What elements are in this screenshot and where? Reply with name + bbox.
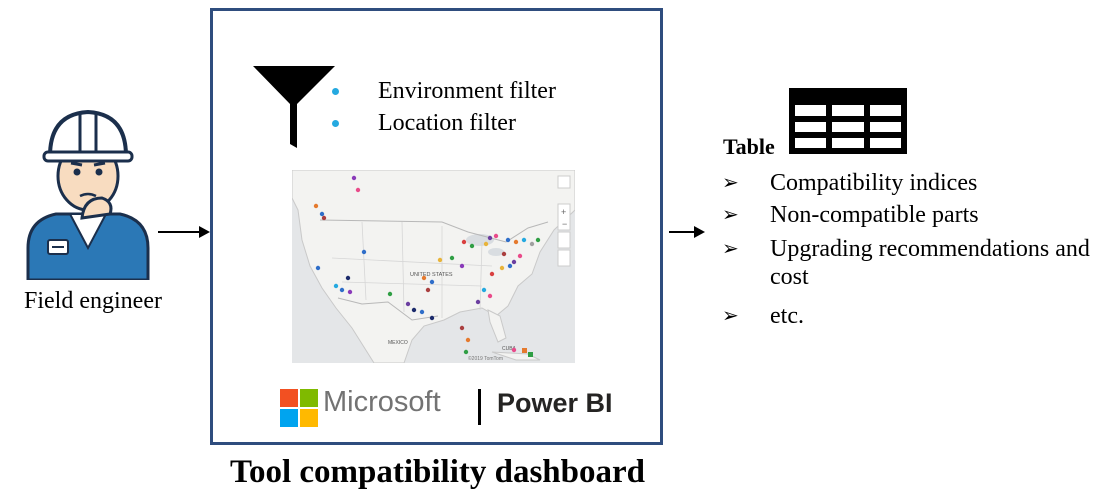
map-marker xyxy=(487,235,493,241)
map-marker xyxy=(461,239,467,245)
table-list-text: Upgrading recommendations and cost xyxy=(770,236,1090,290)
funnel-filter-icon xyxy=(253,66,335,148)
map-marker xyxy=(355,187,361,193)
map-marker xyxy=(522,348,527,353)
map-marker xyxy=(513,239,519,245)
map-marker xyxy=(507,263,513,269)
map-marker xyxy=(501,251,507,257)
arrow-bullet-icon: ➢ xyxy=(722,204,739,226)
map-marker xyxy=(528,352,533,357)
arrow-bullet-icon: ➢ xyxy=(722,172,739,194)
map-marker xyxy=(345,275,351,281)
arrow-bullet-icon: ➢ xyxy=(722,305,739,327)
map-copyright: ©2019 TomTom xyxy=(468,355,503,362)
map-marker xyxy=(437,257,443,263)
map-marker xyxy=(529,241,535,247)
map-label-country: UNITED STATES xyxy=(410,272,453,278)
arrow-bullet-icon: ➢ xyxy=(722,238,739,260)
field-engineer-label: Field engineer xyxy=(24,288,162,314)
microsoft-wordmark: Microsoft xyxy=(323,386,441,418)
map-label-cuba: CUBA xyxy=(502,346,517,352)
map-marker xyxy=(313,203,319,209)
filter-label: Environment filter xyxy=(378,78,556,104)
microsoft-logo-icon xyxy=(280,389,318,427)
map-markers xyxy=(313,175,541,357)
map-marker xyxy=(405,301,411,307)
map-marker xyxy=(517,253,523,259)
map-marker xyxy=(339,287,345,293)
map-marker xyxy=(463,349,469,355)
filter-label: Location filter xyxy=(378,110,516,136)
map-marker xyxy=(333,283,339,289)
brand-divider xyxy=(478,389,481,425)
map-marker xyxy=(351,175,357,181)
map-marker xyxy=(487,293,493,299)
powerbi-wordmark: Power BI xyxy=(497,388,613,418)
map-marker xyxy=(521,237,527,243)
map-marker xyxy=(347,289,353,295)
map-marker xyxy=(319,211,325,217)
map-label-mexico: MEXICO xyxy=(388,340,408,346)
table-heading: Table xyxy=(723,134,775,159)
dashboard-to-table-arrow xyxy=(669,226,705,238)
svg-text:−: − xyxy=(562,219,567,229)
map-marker xyxy=(425,287,431,293)
map-marker xyxy=(483,241,489,247)
map-marker xyxy=(411,307,417,313)
map-marker xyxy=(481,287,487,293)
map-marker xyxy=(511,347,517,353)
table-list-text: Compatibility indices xyxy=(770,170,978,196)
map-marker xyxy=(459,325,465,331)
field-engineer-icon xyxy=(26,109,150,280)
map-marker xyxy=(421,275,427,281)
map-marker xyxy=(465,337,471,343)
map-marker xyxy=(459,263,465,269)
table-grid-icon xyxy=(789,88,907,154)
map-marker xyxy=(419,309,425,315)
table-list-text: etc. xyxy=(770,303,804,329)
map-view[interactable]: + − UNITED STATES MEXICO CUBA ©2019 TomT… xyxy=(292,170,575,363)
map-marker xyxy=(499,265,505,271)
map-marker xyxy=(493,233,499,239)
map-marker xyxy=(387,291,393,297)
table-list-text: Non-compatible parts xyxy=(770,202,979,228)
map-marker xyxy=(315,265,321,271)
map-marker xyxy=(475,299,481,305)
map-marker xyxy=(429,315,435,321)
engineer-to-dashboard-arrow xyxy=(158,226,210,238)
map-marker xyxy=(505,237,511,243)
dashboard-title: Tool compatibility dashboard xyxy=(229,454,646,490)
map-marker xyxy=(535,237,541,243)
map-marker xyxy=(361,249,367,255)
bullet-dot xyxy=(332,88,339,95)
svg-text:+: + xyxy=(561,207,566,217)
map-marker xyxy=(429,279,435,285)
map-marker xyxy=(511,259,517,265)
map-marker xyxy=(449,255,455,261)
dashboard-frame xyxy=(210,8,663,445)
map-marker xyxy=(489,271,495,277)
map-marker xyxy=(469,243,475,249)
map-marker xyxy=(321,215,327,221)
bullet-dot xyxy=(332,120,339,127)
